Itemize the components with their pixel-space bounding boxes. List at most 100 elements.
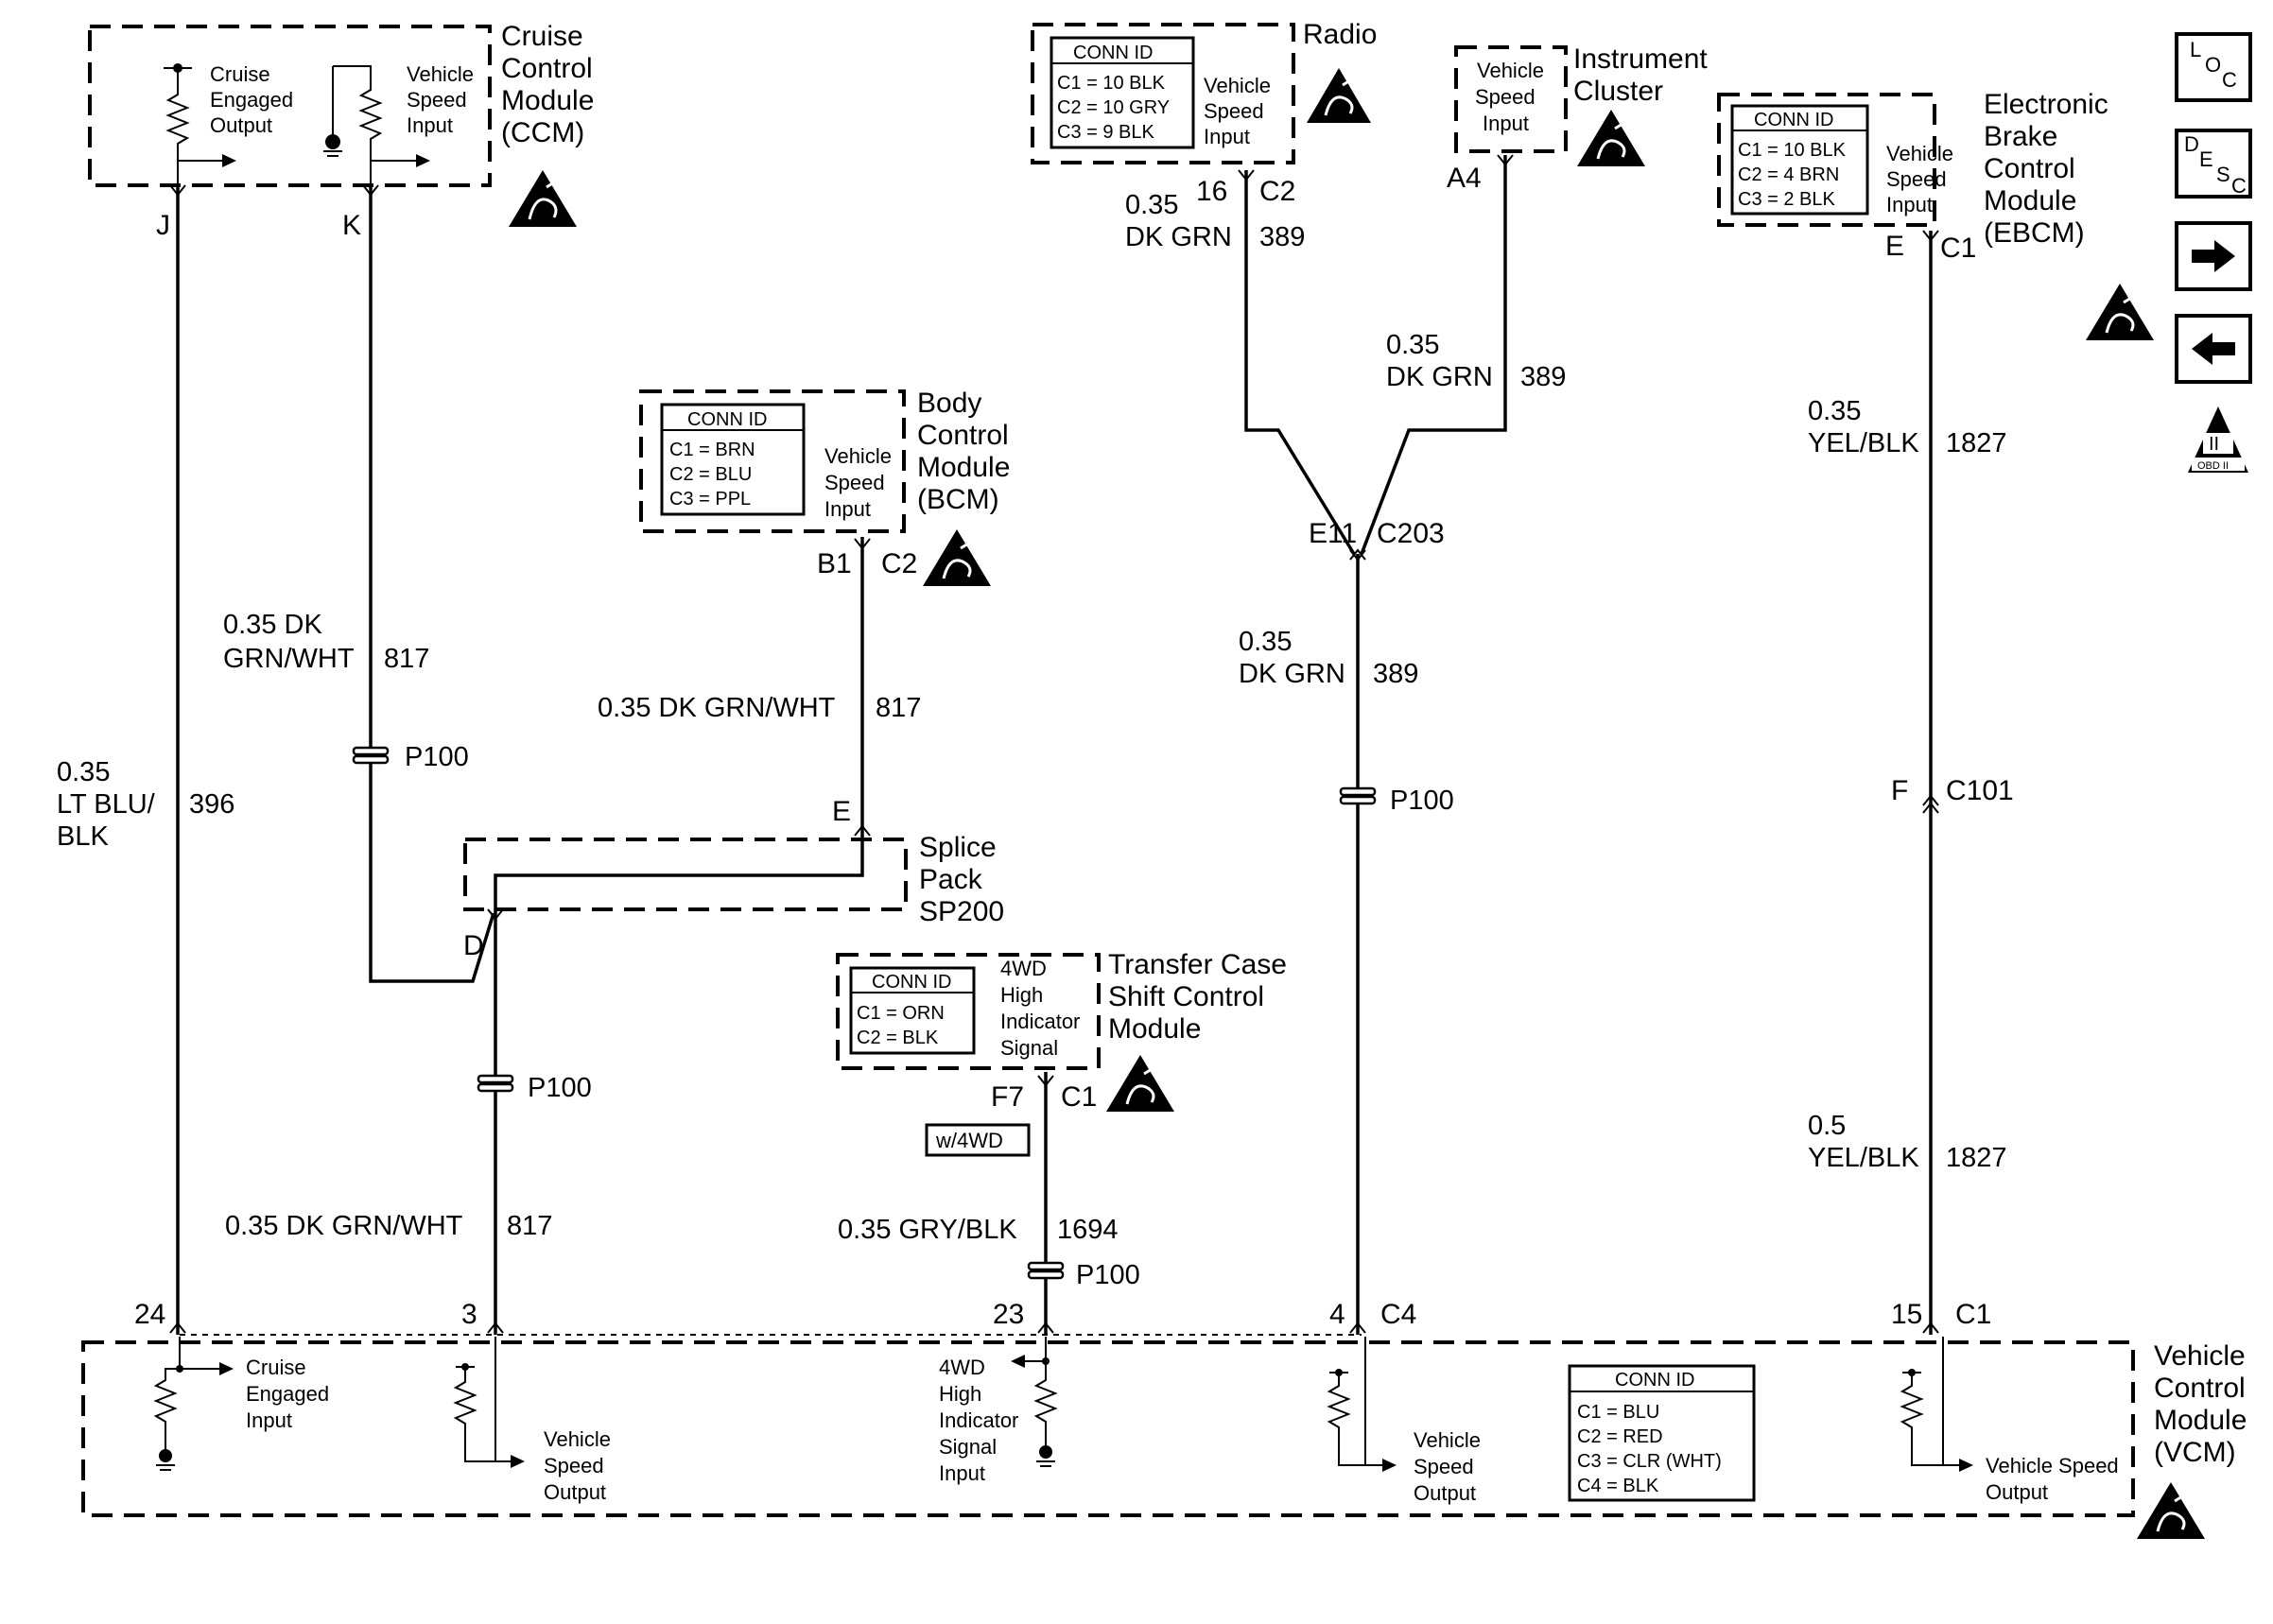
ebcm-title: Electronic bbox=[1984, 89, 2108, 120]
ic-title: Instrument bbox=[1573, 43, 1708, 75]
vcm-input-label: Engaged bbox=[246, 1382, 329, 1406]
next-page-button[interactable] bbox=[2175, 221, 2252, 291]
tccm-signal-label: High bbox=[1000, 983, 1043, 1007]
loc-letter: O bbox=[2205, 53, 2221, 77]
wire-number: 817 bbox=[507, 1211, 552, 1241]
ccm-title: Module bbox=[501, 85, 594, 116]
ic-input-label: Speed bbox=[1475, 85, 1536, 109]
tccm-signal-label: Signal bbox=[1000, 1036, 1058, 1060]
wire-label: DK GRN bbox=[1386, 362, 1493, 392]
p100-connector-icon bbox=[1027, 1261, 1065, 1280]
pin-label: F7 bbox=[991, 1081, 1024, 1113]
connector-label: P100 bbox=[1076, 1260, 1140, 1290]
ccm-input-label: Input bbox=[407, 113, 453, 137]
wire-number: 817 bbox=[876, 693, 921, 723]
connector-label: C4 bbox=[1380, 1299, 1416, 1330]
conn-id-row: C2 = BLK bbox=[857, 1028, 939, 1048]
wire-label: 0.35 bbox=[1386, 330, 1439, 360]
pin-label: D bbox=[463, 930, 484, 961]
splice-title: SP200 bbox=[919, 896, 1004, 927]
wire-label: 0.35 DK GRN/WHT bbox=[225, 1211, 463, 1241]
arrow-right-icon bbox=[2192, 240, 2235, 272]
conn-id-row: C4 = BLK bbox=[1577, 1476, 1659, 1496]
pin-label: K bbox=[342, 210, 361, 241]
vcm-output-label: Output bbox=[544, 1480, 606, 1504]
conn-id-row: C2 = 4 BRN bbox=[1738, 164, 1839, 185]
conn-id-row: C1 = ORN bbox=[857, 1003, 945, 1024]
conn-id-row: C2 = RED bbox=[1577, 1426, 1663, 1447]
location-button[interactable]: L O C bbox=[2175, 32, 2252, 102]
connector-label: C2 bbox=[881, 548, 917, 579]
esd-warning-icon bbox=[1106, 1055, 1174, 1112]
conn-id-row: C1 = 10 BLK bbox=[1738, 140, 1847, 161]
pin-label: E bbox=[832, 796, 851, 827]
previous-page-button[interactable] bbox=[2175, 314, 2252, 384]
ebcm-title: Brake bbox=[1984, 121, 2057, 152]
wire-label: BLK bbox=[57, 821, 109, 852]
cruise-control-module: Cruise Engaged Output Vehicle Speed Inpu… bbox=[88, 21, 594, 241]
esd-warning-icon bbox=[2086, 284, 2154, 340]
pin-label: E11 bbox=[1309, 518, 1357, 549]
vcm-input-label: 4WD bbox=[939, 1356, 985, 1379]
esd-warning-icon bbox=[2137, 1482, 2205, 1539]
vehicle-control-module: Cruise Engaged Input Vehicle Speed Outpu… bbox=[81, 1299, 2247, 1517]
p100-connector-icon bbox=[352, 746, 390, 765]
tccm-title: Shift Control bbox=[1108, 981, 1264, 1012]
conn-id-title: CONN ID bbox=[1073, 43, 1153, 63]
radio-title: Radio bbox=[1303, 19, 1377, 50]
bcm-title: (BCM) bbox=[917, 484, 999, 515]
vcm-title: Control bbox=[2154, 1373, 2246, 1404]
wire-number: 1694 bbox=[1057, 1215, 1119, 1245]
vcm-input-label: Input bbox=[939, 1461, 985, 1485]
p100-connector-icon bbox=[477, 1074, 514, 1093]
desc-letter: D bbox=[2184, 132, 2199, 156]
wire-label: 0.35 bbox=[57, 757, 110, 787]
wire-number: 396 bbox=[189, 789, 234, 820]
wire-label: YEL/BLK bbox=[1808, 428, 1919, 458]
bcm-input-label: Input bbox=[824, 497, 871, 521]
esd-warning-icon bbox=[923, 529, 991, 586]
wire-label: 0.35 DK bbox=[223, 610, 322, 640]
connector-label: C2 bbox=[1259, 176, 1295, 207]
vcm-output-label: Vehicle bbox=[1414, 1428, 1481, 1452]
connector-label: C1 bbox=[1061, 1081, 1097, 1113]
obd-label: OBD II bbox=[2197, 460, 2229, 472]
conn-id-row: C3 = CLR (WHT) bbox=[1577, 1451, 1722, 1472]
wire-label: 0.35 bbox=[1239, 627, 1292, 657]
instrument-cluster: Vehicle Speed Input Instrument Cluster A… bbox=[1447, 43, 1708, 194]
ic-input-label: Vehicle bbox=[1477, 59, 1544, 82]
connector-label: P100 bbox=[1390, 786, 1454, 816]
description-button[interactable]: D E S C bbox=[2175, 129, 2252, 199]
conn-id-row: C2 = BLU bbox=[669, 464, 752, 485]
wire-label: LT BLU/ bbox=[57, 789, 156, 820]
pin-label: B1 bbox=[817, 548, 852, 579]
tccm-signal-label: Indicator bbox=[1000, 1010, 1080, 1033]
option-tag: w/4WD bbox=[935, 1129, 1003, 1152]
tccm-signal-label: 4WD bbox=[1000, 957, 1047, 980]
ccm-input-label: Vehicle bbox=[407, 62, 474, 86]
desc-letter: S bbox=[2216, 163, 2230, 186]
radio-module: CONN ID C1 = 10 BLK C2 = 10 GRY C3 = 9 B… bbox=[1031, 19, 1377, 207]
vcm-input-label: Cruise bbox=[246, 1356, 306, 1379]
tccm-title: Transfer Case bbox=[1108, 949, 1287, 980]
arrow-left-icon bbox=[2192, 333, 2235, 365]
wire-label: 0.35 bbox=[1125, 190, 1178, 220]
radio-input-label: Vehicle bbox=[1204, 74, 1271, 97]
ebcm-title: (EBCM) bbox=[1984, 217, 2085, 249]
obd-ii-button[interactable]: II OBD II bbox=[2188, 406, 2248, 473]
loc-letter: C bbox=[2222, 68, 2237, 92]
conn-id-title: CONN ID bbox=[872, 972, 951, 993]
conn-id-title: CONN ID bbox=[1615, 1370, 1694, 1391]
transfer-case-shift-module: CONN ID C1 = ORN C2 = BLK 4WD High Indic… bbox=[836, 949, 1287, 1157]
ebcm-input-label: Input bbox=[1886, 193, 1933, 216]
radio-input-label: Speed bbox=[1204, 99, 1264, 123]
pin-label: A4 bbox=[1447, 163, 1482, 194]
esd-icons bbox=[509, 68, 2205, 1539]
tccm-title: Module bbox=[1108, 1013, 1201, 1045]
bcm-input-label: Vehicle bbox=[824, 444, 892, 468]
esd-warning-icon bbox=[1307, 68, 1371, 123]
vcm-title: (VCM) bbox=[2154, 1437, 2236, 1468]
bcm-input-label: Speed bbox=[824, 471, 885, 494]
pin-label: F bbox=[1891, 775, 1908, 806]
conn-id-row: C3 = PPL bbox=[669, 489, 751, 510]
